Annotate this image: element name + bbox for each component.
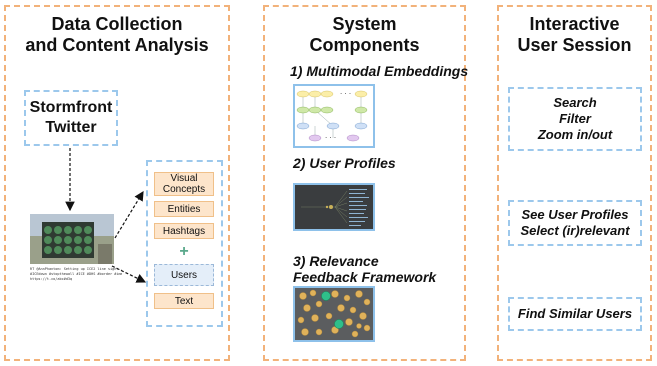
relevance-feedback-visual [293, 286, 375, 342]
tweet-caption-line-1: RT @AnnPhantom: Setting up ICE2 line sig… [30, 267, 122, 271]
sources-label: Stormfront Twitter [24, 98, 118, 138]
tweet-image [30, 214, 114, 264]
tweet-caption-line-3: https://t.co/abc#d3q [30, 277, 73, 281]
svg-text:· · ·: · · · [340, 90, 351, 98]
flow-arrows [65, 148, 147, 283]
action-search[interactable]: Search [553, 95, 597, 110]
tag-users: Users [154, 264, 214, 286]
user-profiles-visual [293, 183, 375, 231]
title-line-1: System [332, 14, 397, 34]
panel-title-interactive-session: Interactive User Session [497, 14, 652, 56]
component-multimodal-embeddings: 1) Multimodal Embeddings [290, 63, 469, 79]
tweet-caption-line-2: #ICEdown #stopthewall #ICE #DHS #border … [30, 272, 122, 276]
network-icon: · · · · · · [296, 90, 368, 142]
tag-text: Text [154, 293, 214, 309]
arrow-tweet-to-analysis [114, 190, 144, 239]
analysis-box [146, 160, 223, 327]
component-user-profiles: 2) User Profiles [293, 155, 396, 171]
session-box-similar: Find Similar Users [508, 297, 642, 331]
component-relevance-feedback: 3) Relevance Feedback Framework [293, 253, 463, 285]
action-filter[interactable]: Filter [559, 111, 591, 126]
tag-hashtags: Hashtags [154, 223, 214, 239]
embeddings-diagram: · · · · · · [293, 84, 375, 148]
svg-text:· · ·: · · · [325, 134, 336, 142]
action-find-similar-users[interactable]: Find Similar Users [517, 306, 633, 321]
panel-system-components [263, 5, 466, 361]
source-twitter: Twitter [45, 119, 97, 136]
session-box-profiles: See User Profiles Select (ir)relevant [508, 200, 642, 246]
component-relevance-line-2: Feedback Framework [293, 269, 437, 285]
sources-box [24, 90, 118, 146]
bubble-plot-icon [297, 289, 371, 338]
session-box-navigation: Search Filter Zoom in/out [508, 87, 642, 151]
action-select-relevant[interactable]: Select (ir)relevant [520, 223, 630, 238]
panel-title-system-components: System Components [263, 14, 466, 56]
title-line-1: Data Collection [51, 14, 183, 34]
panel-title-data-collection: Data Collection and Content Analysis [4, 14, 230, 56]
tag-visual-concepts: Visual Concepts [154, 172, 214, 196]
plus-sign: + [179, 243, 189, 260]
source-stormfront: Stormfront [29, 99, 113, 116]
arrow-tweet-to-users [111, 265, 147, 283]
component-relevance-line-1: 3) Relevance [293, 253, 379, 269]
panel-data-collection [4, 5, 230, 361]
tweet-photo-icon [30, 214, 114, 264]
tag-entities: Entities [154, 201, 214, 217]
action-see-user-profiles[interactable]: See User Profiles [521, 207, 629, 222]
panel-interactive-session [497, 5, 652, 361]
title-line-1: Interactive [529, 14, 620, 34]
title-line-2: and Content Analysis [25, 35, 209, 55]
title-line-2: User Session [517, 35, 632, 55]
action-zoom[interactable]: Zoom in/out [537, 127, 613, 142]
profile-plot-icon [301, 189, 369, 226]
title-line-2: Components [309, 35, 420, 55]
tweet-caption: RT @AnnPhantom: Setting up ICE2 line sig… [30, 267, 122, 282]
